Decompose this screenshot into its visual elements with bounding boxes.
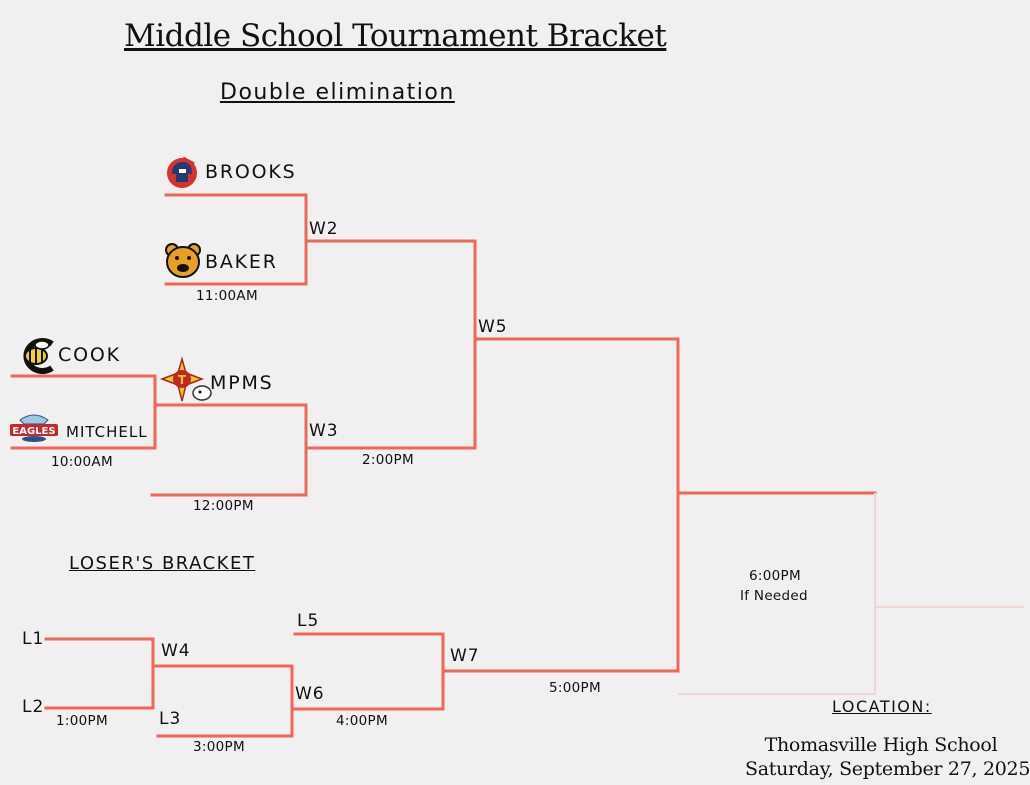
yellowjacket-logo-icon [23, 338, 54, 374]
event-date: Saturday, September 27, 2025 [745, 758, 1030, 780]
location-label: LOCATION: [832, 697, 932, 716]
venue-name: Thomasville High School [764, 734, 998, 756]
time-w4-l3: 3:00PM [193, 739, 245, 755]
page-title: Middle School Tournament Bracket [124, 18, 667, 54]
time-w6-l5: 4:00PM [336, 713, 388, 729]
mpms-logo-icon: T [159, 356, 212, 402]
game-w3: W3 [309, 421, 339, 441]
brooks-logo-icon [167, 156, 197, 188]
game-w7: W7 [450, 646, 480, 666]
if-needed-label: If Needed [740, 588, 808, 604]
game-l1: L1 [22, 629, 45, 649]
game-w4: W4 [161, 641, 191, 661]
game-w5: W5 [478, 317, 508, 337]
eagles-logo-icon: EAGLES [10, 414, 58, 442]
losers-bracket-heading: LOSER'S BRACKET [69, 553, 256, 574]
team-mpms: MPMS [210, 372, 274, 394]
game-w6: W6 [295, 684, 325, 704]
game-w2: W2 [309, 219, 339, 239]
time-cook-mitchell: 10:00AM [51, 454, 113, 470]
team-baker: BAKER [205, 251, 278, 273]
svg-text:T: T [178, 373, 187, 387]
team-brooks: BROOKS [205, 161, 297, 183]
bears-logo-icon [165, 243, 201, 278]
bracket-type: Double elimination [220, 80, 455, 105]
svg-text:EAGLES: EAGLES [12, 426, 55, 437]
game-l2: L2 [22, 697, 45, 717]
l1-l2-line [44, 637, 155, 710]
time-final: 5:00PM [549, 680, 601, 696]
w7-bracket-line [293, 632, 445, 711]
time-if-needed: 6:00PM [749, 568, 801, 584]
time-mpms-game: 12:00PM [193, 498, 254, 514]
time-w5-game: 2:00PM [362, 452, 414, 468]
time-l1-l2: 1:00PM [56, 713, 108, 729]
cook-mitchell-line [10, 374, 157, 450]
game-l5: L5 [297, 611, 320, 631]
time-brooks-baker: 11:00AM [196, 288, 258, 304]
game-l3: L3 [159, 709, 182, 729]
w6-bracket-line [156, 664, 294, 738]
w3-bracket-line [150, 403, 308, 497]
team-cook: COOK [58, 344, 121, 366]
team-mitchell: MITCHELL [66, 423, 148, 441]
